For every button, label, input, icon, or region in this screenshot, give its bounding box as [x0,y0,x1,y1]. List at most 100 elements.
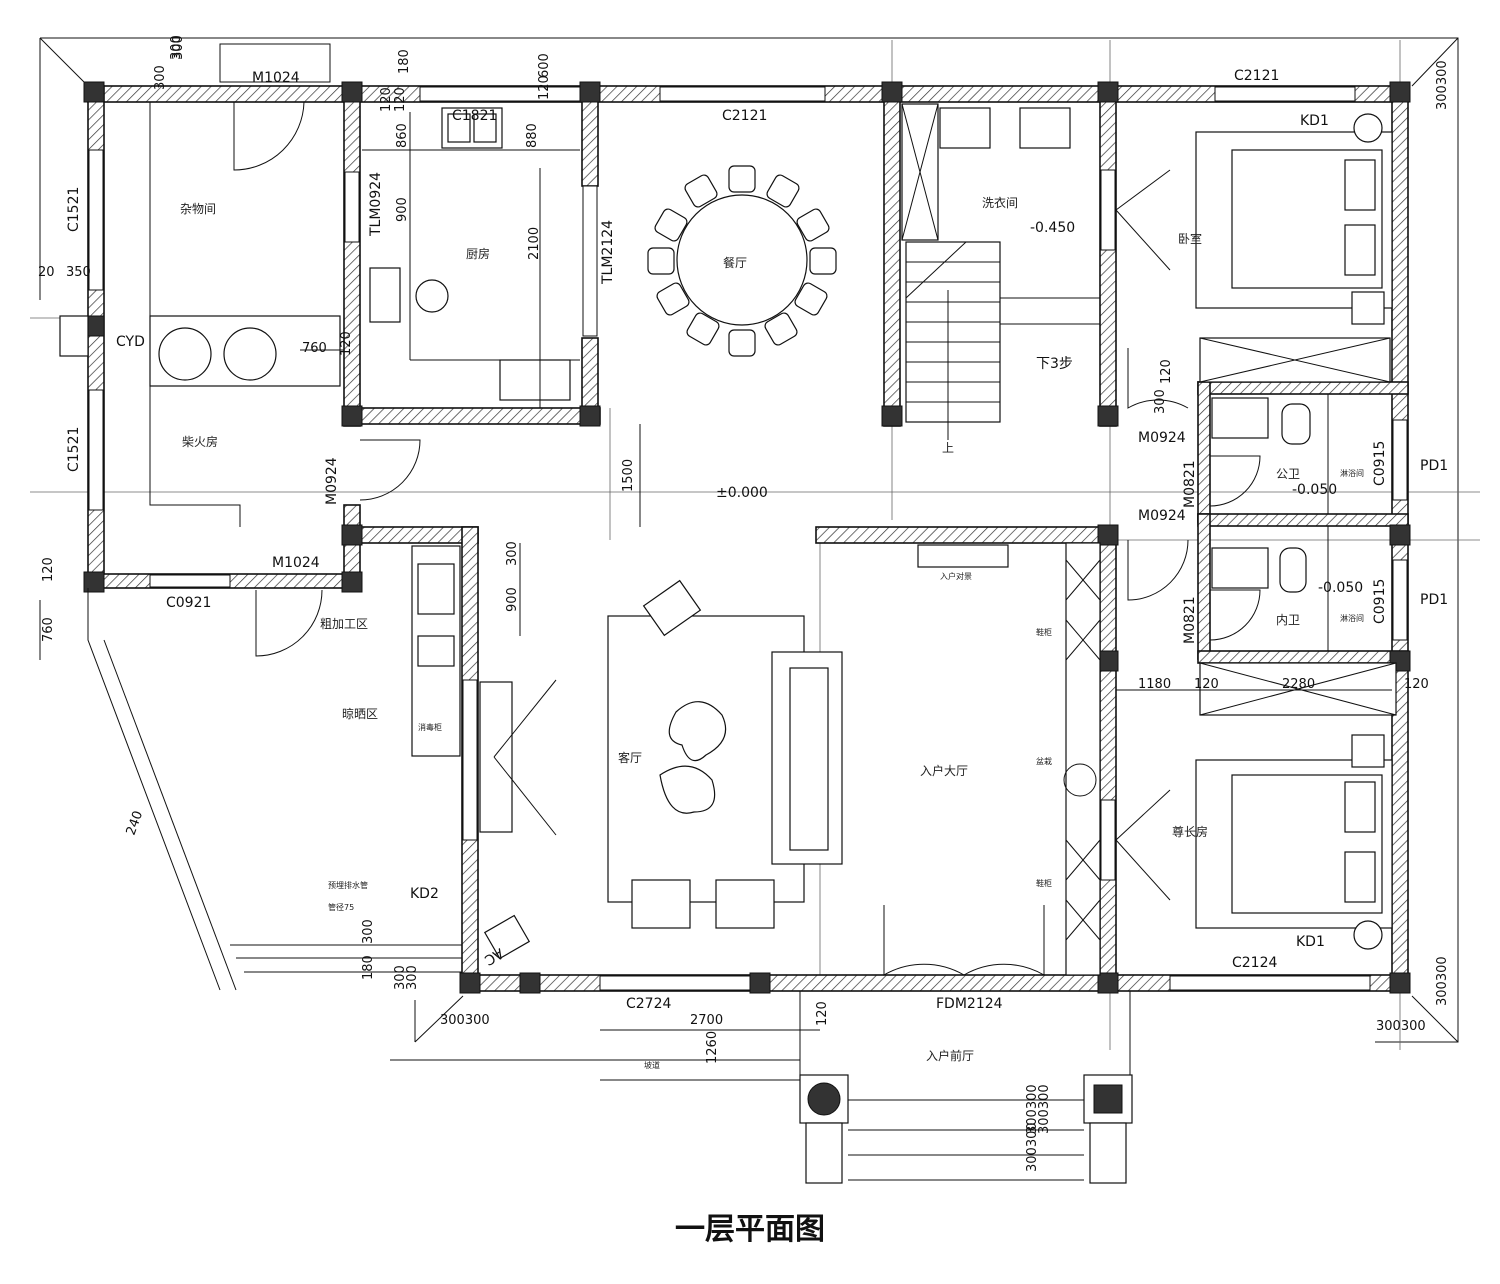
room-bedroom-1: 卧室 [1178,231,1202,246]
dim-300: 300 [169,35,184,60]
room-crude-area: 粗加工区 [320,617,368,631]
drawing-title: 一层平面图 [675,1212,825,1247]
dim-300300: 300300 [1435,956,1450,1006]
level-main: ±0.000 [716,485,768,501]
dim-300: 300 [171,35,186,60]
windows [88,43,1408,991]
dimension-values: 300 300 180 600 120 120 120 860 880 900 … [38,35,1450,1172]
entry-porch [390,991,1133,1184]
foyer-fixtures [917,542,1101,976]
bedroom-1-furniture [1115,113,1393,383]
tag-ramp: 坡道 [644,1060,660,1070]
tag-pipe2: 管径75 [328,902,354,912]
dim-300: 300 [393,965,408,990]
dim-900: 900 [505,587,520,612]
laundry-fixtures [901,103,1071,241]
dim-120: 120 [41,557,56,582]
door-m0821-a: M0821 [1182,460,1198,508]
dim-300300: 300300 [1435,60,1450,110]
dim-240: 240 [124,809,147,837]
tag-pipe1: 预埋排水管 [328,880,368,890]
drying-area-outline [87,588,531,991]
dim-1500: 1500 [621,459,636,492]
dim-760: 760 [41,617,56,642]
label-stove: 入户对景 [940,571,972,581]
door-fdm2124: FDM2124 [936,996,1003,1012]
tag-kd1-bottom: KD1 [1296,934,1325,950]
staircase [905,241,1101,440]
dim-300300: 300300 [1037,1084,1052,1134]
tag-pd1-b: PD1 [1420,592,1448,608]
dim-120: 120 [339,331,354,356]
dimension-lines [39,112,1392,1031]
window-c1821: C1821 [452,108,497,124]
dim-2100: 2100 [527,227,542,260]
window-c1521-a: C1521 [66,187,82,232]
window-c2121-bed: C2121 [1234,68,1279,84]
room-kitchen: 厨房 [466,246,490,261]
label-shoe1: 鞋柜 [1036,627,1052,637]
structural-columns [83,81,1411,994]
door-swings [233,101,1261,976]
dim-120: 120 [815,1001,830,1026]
window-c2724: C2724 [626,996,671,1012]
room-public-wc: 公卫 [1276,467,1300,481]
label-appliance: 消毒柜 [418,722,442,732]
dim-120: 120 [1159,359,1174,384]
tag-stair-up: 上 [942,441,954,455]
dim-300300: 300300 [1025,1084,1040,1134]
dim-350: 350 [66,265,91,280]
dim-600: 600 [537,53,552,78]
tag-stair-down: 下3步 [1036,356,1073,372]
dim-2700: 2700 [690,1013,723,1028]
door-m0821-b: M0821 [1182,596,1198,644]
level-laundry: -0.450 [1030,220,1075,236]
dim-300: 300 [153,65,168,90]
crude-area-counter [411,545,461,757]
dim-180: 180 [361,955,376,980]
door-tlm0924: TLM0924 [368,172,384,237]
door-m1024-mid: M1024 [272,555,320,571]
tag-pd1-a: PD1 [1420,458,1448,474]
room-private-wc: 内卫 [1276,613,1300,627]
window-c2124: C2124 [1232,955,1277,971]
firewood-stoves [59,102,341,527]
level-public-wc: -0.050 [1292,482,1337,498]
window-c0921: C0921 [166,595,211,611]
room-living: 客厅 [618,750,642,765]
dim-300300: 300300 [1025,1122,1040,1172]
window-c2121-dining: C2121 [722,108,767,124]
dim-120: 120 [1404,677,1429,692]
dim-900: 900 [395,197,410,222]
door-m1024-top: M1024 [252,70,300,86]
dim-300: 300 [505,541,520,566]
dim-1180: 1180 [1138,677,1171,692]
dim-860: 860 [395,123,410,148]
dim-880: 880 [525,123,540,148]
label-shoe2: 鞋柜 [1036,878,1052,888]
room-drying-area: 晾晒区 [342,706,378,721]
dim-120: 120 [1194,677,1219,692]
door-m0924-left: M0924 [324,457,340,505]
dim-300300: 300300 [1376,1019,1426,1034]
room-foyer: 入户大厅 [920,763,968,778]
dim-20: 20 [38,265,55,280]
dim-180: 180 [397,49,412,74]
window-c1521-b: C1521 [66,427,82,472]
tag-kd1-top: KD1 [1300,113,1329,129]
label-shower2: 淋浴间 [1340,613,1364,623]
dim-300: 300 [1153,389,1168,414]
room-elder: 尊长房 [1172,824,1208,839]
dim-2280: 2280 [1282,677,1315,692]
level-private-wc: -0.050 [1318,580,1363,596]
dim-120: 120 [379,87,394,112]
dim-760: 760 [302,341,327,356]
tag-kd2: KD2 [410,886,439,902]
bathroom-fixtures [1199,394,1397,716]
dim-300: 300 [361,919,376,944]
window-c0915-b: C0915 [1372,579,1388,624]
living-room-furniture [479,579,843,929]
dim-1260: 1260 [705,1031,720,1064]
door-tlm2124: TLM2124 [600,220,616,285]
